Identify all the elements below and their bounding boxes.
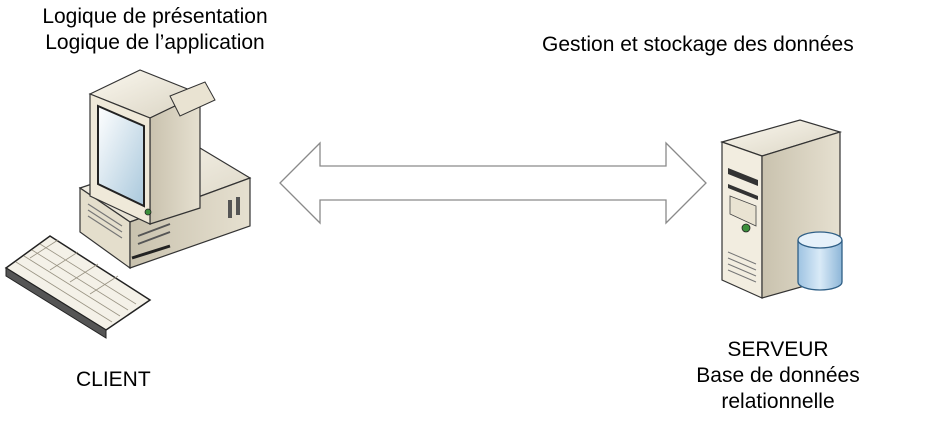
client-presentation-logic-label: Logique de présentation bbox=[42, 5, 268, 28]
server-description: Gestion et stockage des données bbox=[542, 33, 854, 56]
client-name-label: CLIENT bbox=[76, 368, 151, 391]
database-server-icon bbox=[720, 119, 843, 299]
server-name-label: SERVEUR bbox=[727, 338, 829, 361]
server-name-block: SERVEUR Base de données relationnelle bbox=[648, 337, 908, 415]
server-db-label-2: relationnelle bbox=[721, 390, 835, 413]
desktop-computer-icon bbox=[4, 69, 252, 339]
client-application-logic-label: Logique de l’application bbox=[45, 31, 265, 54]
client-description: Logique de présentation Logique de l’app… bbox=[10, 4, 300, 56]
double-arrow-icon bbox=[279, 141, 707, 225]
server-db-label: Base de données bbox=[696, 364, 860, 387]
